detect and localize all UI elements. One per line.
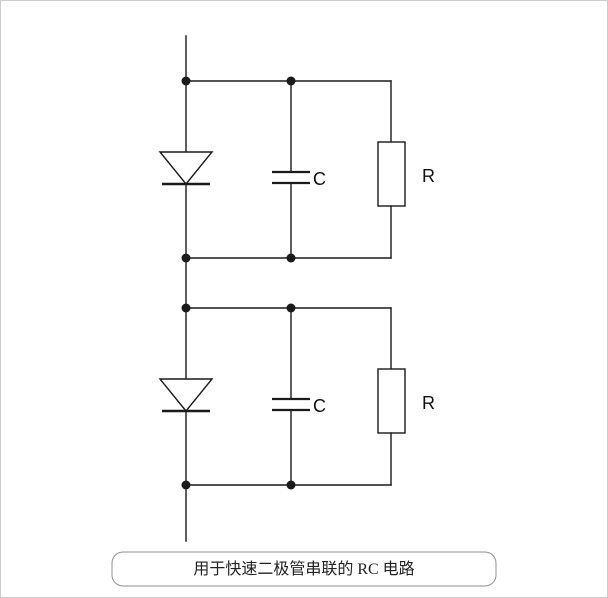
junction-dot — [286, 480, 296, 490]
caption-text: 用于快速二极管串联的 RC 电路 — [193, 560, 414, 578]
capacitor-label: C — [313, 169, 326, 189]
junction-dot — [181, 76, 191, 86]
resistor-label: R — [422, 166, 435, 186]
junction-dot — [286, 76, 296, 86]
resistor-label: R — [422, 393, 435, 413]
junction-dot — [286, 303, 296, 313]
junction-dot — [181, 253, 191, 263]
caption: 用于快速二极管串联的 RC 电路 — [111, 551, 497, 587]
diode-rc-section-1: C R — [158, 76, 435, 263]
junction-dot — [181, 480, 191, 490]
junction-dot — [286, 253, 296, 263]
resistor-body — [377, 368, 406, 434]
diode-rc-section-2: C R — [158, 303, 435, 490]
capacitor-label: C — [313, 396, 326, 416]
diode-triangle-icon — [158, 151, 214, 186]
caption-box — [111, 551, 497, 587]
resistor-body — [377, 141, 406, 207]
junction-dot — [181, 303, 191, 313]
diode-triangle-icon — [158, 378, 214, 413]
